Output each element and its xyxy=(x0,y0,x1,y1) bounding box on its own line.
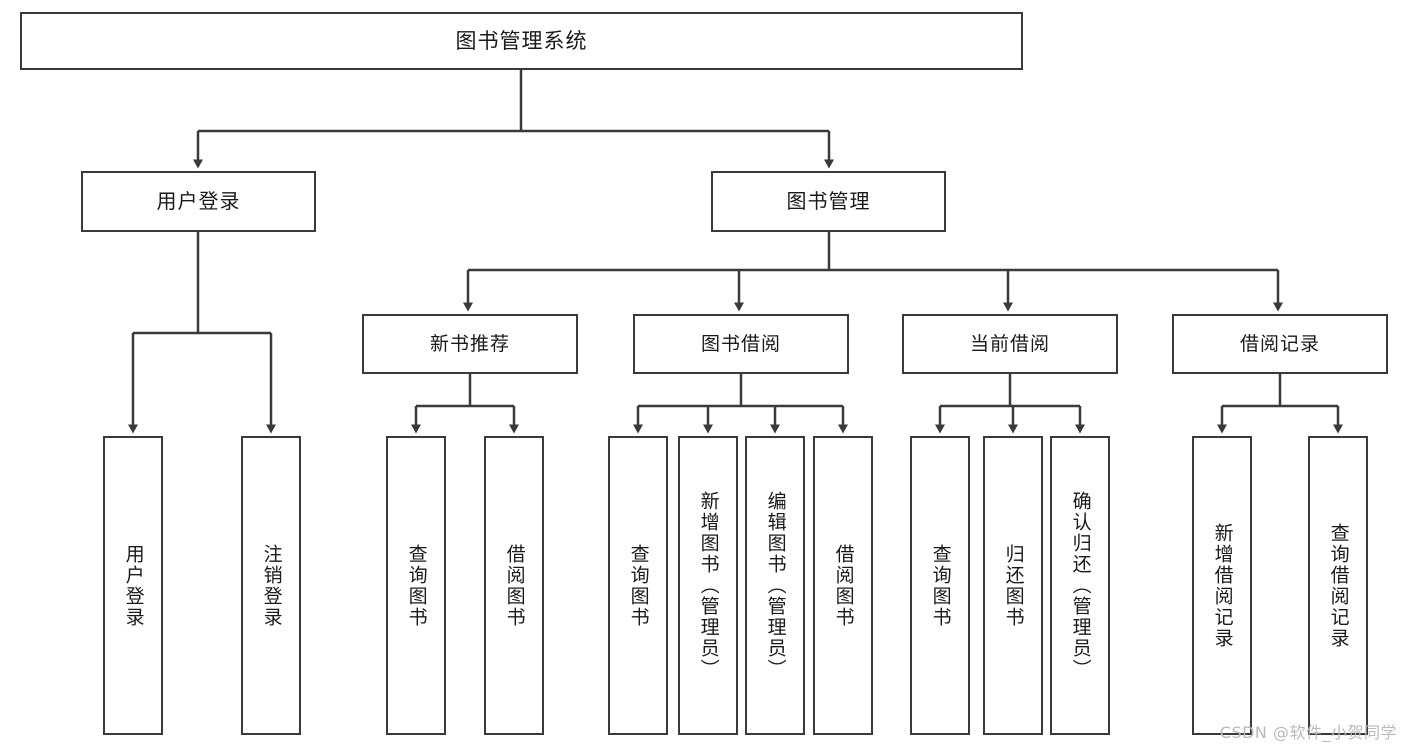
leaf-query-book-current[interactable]: 查询图书 xyxy=(910,436,970,735)
leaf-edit-book-admin-label: 编辑图书（管理员） xyxy=(764,491,787,680)
leaf-query-book-rec-label: 查询图书 xyxy=(405,543,428,628)
node-new-book-recommend[interactable]: 新书推荐 xyxy=(362,314,578,374)
leaf-add-book-admin-label: 新增图书（管理员） xyxy=(697,491,720,680)
leaf-borrow-book-label: 借阅图书 xyxy=(832,543,855,628)
leaf-return-book-label: 归还图书 xyxy=(1002,543,1025,628)
leaf-edit-book-admin[interactable]: 编辑图书（管理员） xyxy=(745,436,805,735)
leaf-logout-login-label: 注销登录 xyxy=(260,543,283,628)
leaf-query-book-borrow[interactable]: 查询图书 xyxy=(608,436,668,735)
leaf-borrow-book-rec-label: 借阅图书 xyxy=(503,543,526,628)
node-user-login[interactable]: 用户登录 xyxy=(81,171,316,232)
node-book-borrow-label: 图书借阅 xyxy=(700,332,781,355)
leaf-query-book-current-label: 查询图书 xyxy=(929,543,952,628)
leaf-add-borrow-record[interactable]: 新增借阅记录 xyxy=(1192,436,1252,735)
node-root-system[interactable]: 图书管理系统 xyxy=(20,12,1023,70)
node-book-borrow[interactable]: 图书借阅 xyxy=(633,314,849,374)
node-root-system-label: 图书管理系统 xyxy=(455,28,588,53)
watermark-text: CSDN @软件_小贺同学 xyxy=(1219,723,1397,742)
leaf-confirm-return-admin[interactable]: 确认归还（管理员） xyxy=(1050,436,1110,735)
leaf-query-borrow-record-label: 查询借阅记录 xyxy=(1327,522,1350,649)
leaf-confirm-return-admin-label: 确认归还（管理员） xyxy=(1069,491,1092,680)
leaf-query-book-borrow-label: 查询图书 xyxy=(627,543,650,628)
node-new-book-recommend-label: 新书推荐 xyxy=(429,332,510,355)
leaf-borrow-book-rec[interactable]: 借阅图书 xyxy=(484,436,544,735)
leaf-return-book[interactable]: 归还图书 xyxy=(983,436,1043,735)
leaf-add-borrow-record-label: 新增借阅记录 xyxy=(1211,522,1234,649)
leaf-user-login-label: 用户登录 xyxy=(122,543,145,628)
leaf-add-book-admin[interactable]: 新增图书（管理员） xyxy=(678,436,738,735)
leaf-user-login[interactable]: 用户登录 xyxy=(103,436,163,735)
node-user-login-label: 用户登录 xyxy=(156,188,241,213)
node-borrow-record-label: 借阅记录 xyxy=(1239,332,1320,355)
node-book-management[interactable]: 图书管理 xyxy=(711,171,946,232)
leaf-borrow-book[interactable]: 借阅图书 xyxy=(813,436,873,735)
leaf-query-book-rec[interactable]: 查询图书 xyxy=(386,436,446,735)
node-book-management-label: 图书管理 xyxy=(786,188,871,213)
leaf-logout-login[interactable]: 注销登录 xyxy=(241,436,301,735)
node-current-borrow[interactable]: 当前借阅 xyxy=(902,314,1118,374)
node-borrow-record[interactable]: 借阅记录 xyxy=(1172,314,1388,374)
node-current-borrow-label: 当前借阅 xyxy=(969,332,1050,355)
leaf-query-borrow-record[interactable]: 查询借阅记录 xyxy=(1308,436,1368,735)
